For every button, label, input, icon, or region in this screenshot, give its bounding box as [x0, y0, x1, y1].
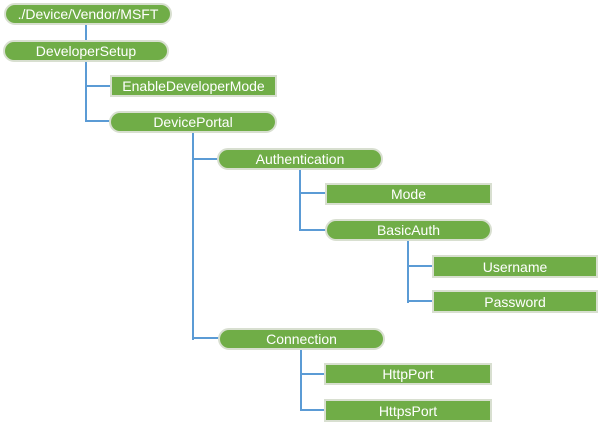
connector-developersetup-trunk	[85, 62, 87, 122]
node-basic-auth: BasicAuth	[325, 219, 492, 241]
node-http-port: HttpPort	[324, 363, 492, 385]
node-device-portal: DevicePortal	[109, 111, 277, 133]
connector-branch-authentication	[192, 158, 218, 160]
connector-branch-username	[407, 265, 433, 267]
connector-branch-enabledevelopermode	[85, 85, 111, 87]
node-https-port: HttpsPort	[324, 399, 492, 422]
connector-branch-mode	[299, 192, 326, 194]
node-enable-developer-mode: EnableDeveloperMode	[110, 75, 277, 97]
node-username: Username	[432, 255, 598, 278]
connector-deviceportal-trunk	[192, 132, 194, 340]
connector-branch-password	[407, 300, 433, 302]
connector-root-developersetup	[85, 24, 87, 41]
connector-branch-connection	[192, 337, 219, 339]
node-password: Password	[432, 290, 598, 313]
connector-branch-httpsport	[300, 409, 326, 411]
node-root: ./Device/Vendor/MSFT	[4, 3, 172, 25]
node-mode: Mode	[325, 183, 492, 205]
node-authentication: Authentication	[217, 148, 383, 170]
connector-basicauth-trunk	[407, 241, 409, 303]
node-connection: Connection	[218, 328, 385, 350]
connector-branch-httpport	[300, 373, 326, 375]
node-developer-setup: DeveloperSetup	[3, 40, 169, 62]
connector-branch-deviceportal	[85, 120, 110, 122]
connector-connection-trunk	[300, 350, 302, 411]
connector-branch-basicauth	[299, 229, 327, 231]
connector-authentication-trunk	[299, 170, 301, 231]
